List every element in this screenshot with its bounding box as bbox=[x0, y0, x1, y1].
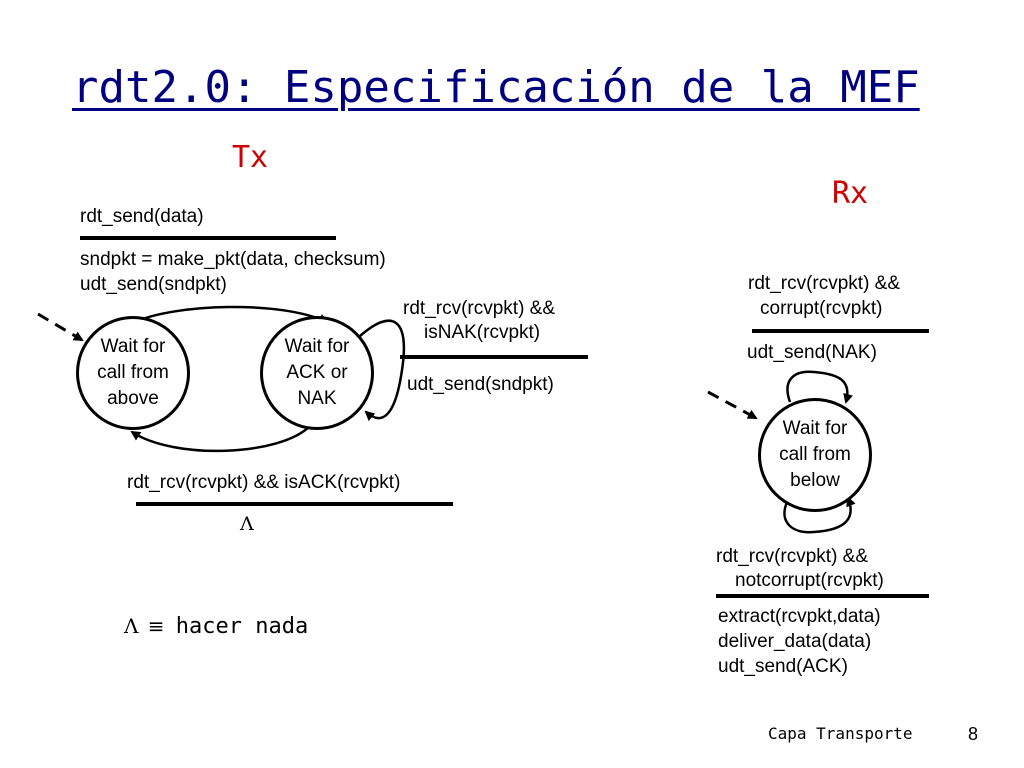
send-transition-arrow bbox=[134, 305, 329, 324]
ack-transition-arrow bbox=[130, 425, 311, 453]
notcorrupt-event-line2: notcorrupt(rcvpkt) bbox=[735, 570, 884, 591]
send-action-make-pkt: sndpkt = make_pkt(data, checksum) bbox=[80, 249, 386, 270]
nak-event-line1: rdt_rcv(rcvpkt) && bbox=[403, 298, 556, 319]
corrupt-event-line2: corrupt(rcvpkt) bbox=[760, 298, 883, 319]
ack-action-lambda: Λ bbox=[240, 513, 254, 535]
nak-self-loop-arrow bbox=[359, 319, 406, 422]
corrupt-action: udt_send(NAK) bbox=[747, 342, 877, 363]
send-event: rdt_send(data) bbox=[80, 206, 204, 227]
corrupt-transition-rule bbox=[752, 329, 929, 333]
nak-event-line2: isNAK(rcvpkt) bbox=[424, 322, 541, 343]
send-action-udt-send: udt_send(sndpkt) bbox=[80, 274, 227, 295]
notcorrupt-transition-rule bbox=[716, 594, 929, 598]
nak-transition-rule bbox=[400, 355, 588, 359]
receiver-label: Rx bbox=[832, 176, 869, 211]
state-wait-ack-nak: Wait for ACK or NAK bbox=[260, 316, 374, 430]
notcorrupt-action-deliver: deliver_data(data) bbox=[718, 631, 872, 652]
state-wait-call-below: Wait for call from below bbox=[758, 398, 872, 512]
sender-initial-arrow bbox=[37, 312, 84, 342]
notcorrupt-action-extract: extract(rcvpkt,data) bbox=[718, 606, 881, 627]
corrupt-event-line1: rdt_rcv(rcvpkt) && bbox=[748, 273, 901, 294]
ack-transition-rule bbox=[136, 502, 453, 506]
legend-equiv-symbol: ≡ bbox=[147, 614, 165, 638]
send-transition-rule bbox=[80, 236, 336, 240]
lambda-legend: Λ ≡ hacer nada bbox=[124, 612, 308, 642]
receiver-initial-arrow bbox=[707, 390, 758, 420]
corrupt-self-loop-arrow bbox=[786, 370, 853, 404]
legend-meaning: hacer nada bbox=[175, 614, 309, 639]
notcorrupt-self-loop-arrow bbox=[783, 496, 856, 534]
legend-lambda-symbol: Λ bbox=[124, 614, 139, 638]
footer-chapter: Capa Transporte bbox=[768, 724, 913, 743]
notcorrupt-action-ack: udt_send(ACK) bbox=[718, 656, 848, 677]
state-wait-call-above: Wait for call from above bbox=[76, 316, 190, 430]
sender-label: Tx bbox=[232, 140, 269, 175]
notcorrupt-event-line1: rdt_rcv(rcvpkt) && bbox=[716, 546, 869, 567]
ack-event: rdt_rcv(rcvpkt) && isACK(rcvpkt) bbox=[127, 472, 401, 493]
nak-action: udt_send(sndpkt) bbox=[407, 374, 554, 395]
page-title: rdt2.0: Especificación de la MEF bbox=[72, 62, 920, 113]
footer-page-number: 8 bbox=[968, 724, 979, 744]
